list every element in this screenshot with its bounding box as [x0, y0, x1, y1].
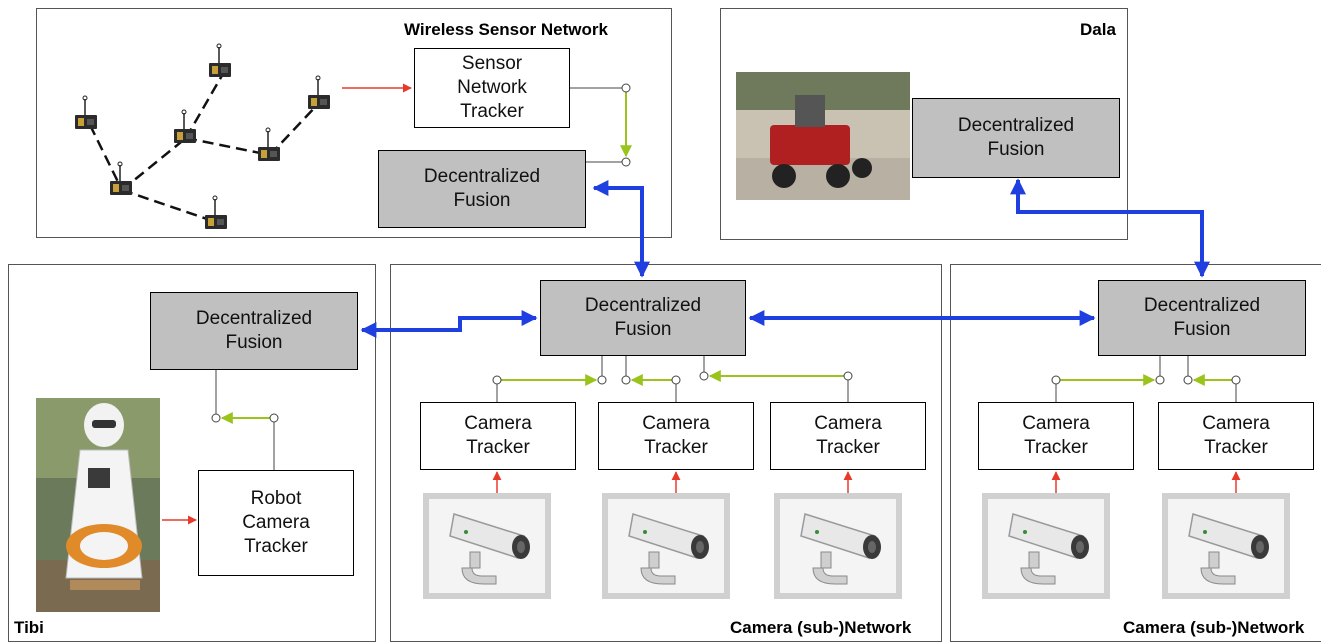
camera-network-2-title: Camera (sub-)Network	[1123, 618, 1305, 637]
camera-tracker-box-1: Camera Tracker	[420, 402, 576, 470]
wsn-decentralized-fusion-box: Decentralized Fusion	[378, 150, 586, 228]
humanoid-robot-photo	[36, 398, 160, 612]
rover-robot-photo	[736, 72, 910, 200]
tibi-decentralized-fusion-box: Decentralized Fusion	[150, 292, 358, 370]
fusion-links	[360, 178, 1210, 338]
sensor-node-icon	[74, 43, 331, 230]
wsn-tracker-link	[570, 83, 632, 167]
security-camera-icon	[426, 496, 1287, 596]
dala-decentralized-fusion-box: Decentralized Fusion	[912, 98, 1120, 178]
camera-network-2-links	[1051, 356, 1241, 494]
camera-tracker-box-4: Camera Tracker	[978, 402, 1134, 470]
camera-tracker-box-2: Camera Tracker	[598, 402, 754, 470]
robot-camera-tracker-box: Robot Camera Tracker	[198, 470, 354, 576]
camera-network-1-links	[492, 356, 853, 494]
camera-tracker-box-5: Camera Tracker	[1158, 402, 1314, 470]
camera-tracker-box-3: Camera Tracker	[770, 402, 926, 470]
camera-network-2-fusion-box: Decentralized Fusion	[1098, 280, 1306, 356]
sensor-network-tracker-box: Sensor Network Tracker	[414, 48, 570, 128]
tibi-title: Tibi	[14, 618, 44, 637]
wsn-title: Wireless Sensor Network	[404, 20, 608, 39]
camera-network-1-fusion-box: Decentralized Fusion	[540, 280, 746, 356]
dala-title: Dala	[1080, 20, 1116, 39]
camera-network-1-title: Camera (sub-)Network	[730, 618, 912, 637]
sensor-mesh	[88, 71, 319, 224]
